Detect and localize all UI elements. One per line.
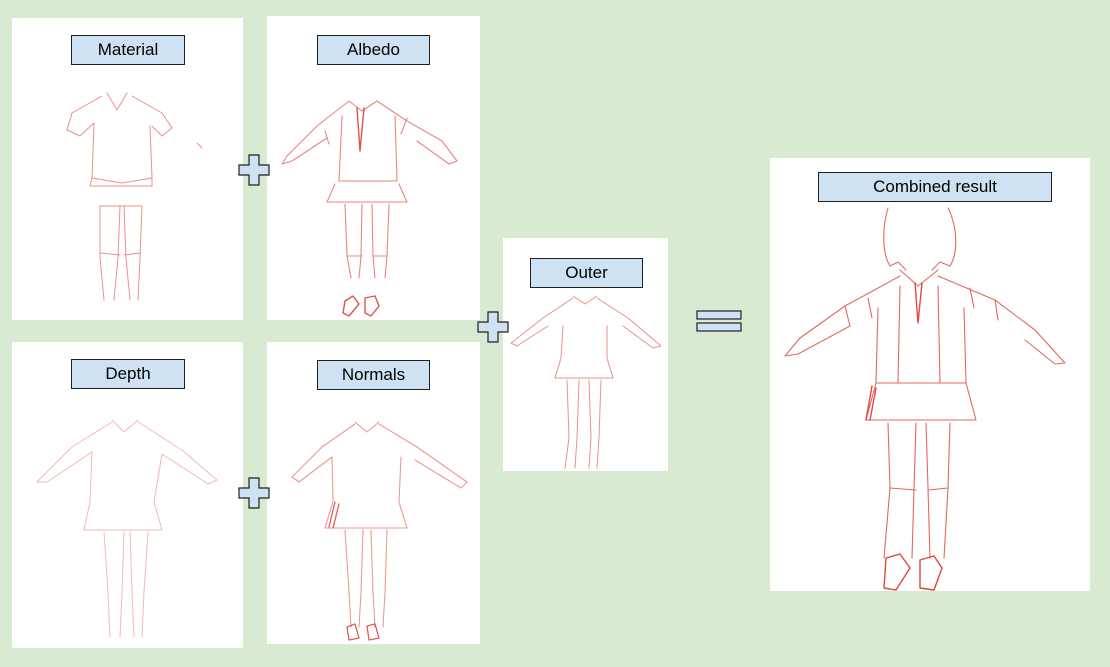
normals-sketch (291, 421, 468, 641)
albedo-sketch (281, 100, 458, 317)
depth-label: Depth (71, 359, 185, 389)
albedo-label: Albedo (317, 35, 430, 65)
outer-sketch (510, 295, 662, 469)
depth-sketch (36, 419, 218, 638)
combined-panel: Combined result (770, 158, 1090, 591)
material-panel: Material (12, 18, 243, 320)
material-sketch (66, 92, 203, 301)
material-label: Material (71, 35, 185, 65)
normals-panel: Normals (267, 342, 480, 644)
outer-panel: Outer (503, 238, 668, 471)
equals-icon (696, 310, 742, 332)
plus-icon (477, 311, 509, 343)
albedo-panel: Albedo (267, 16, 480, 320)
normals-label: Normals (317, 360, 430, 390)
combined-sketch (784, 207, 1066, 591)
plus-icon (238, 154, 270, 186)
plus-icon (238, 477, 270, 509)
depth-panel: Depth (12, 342, 243, 648)
outer-label: Outer (530, 258, 643, 288)
combined-label: Combined result (818, 172, 1052, 202)
